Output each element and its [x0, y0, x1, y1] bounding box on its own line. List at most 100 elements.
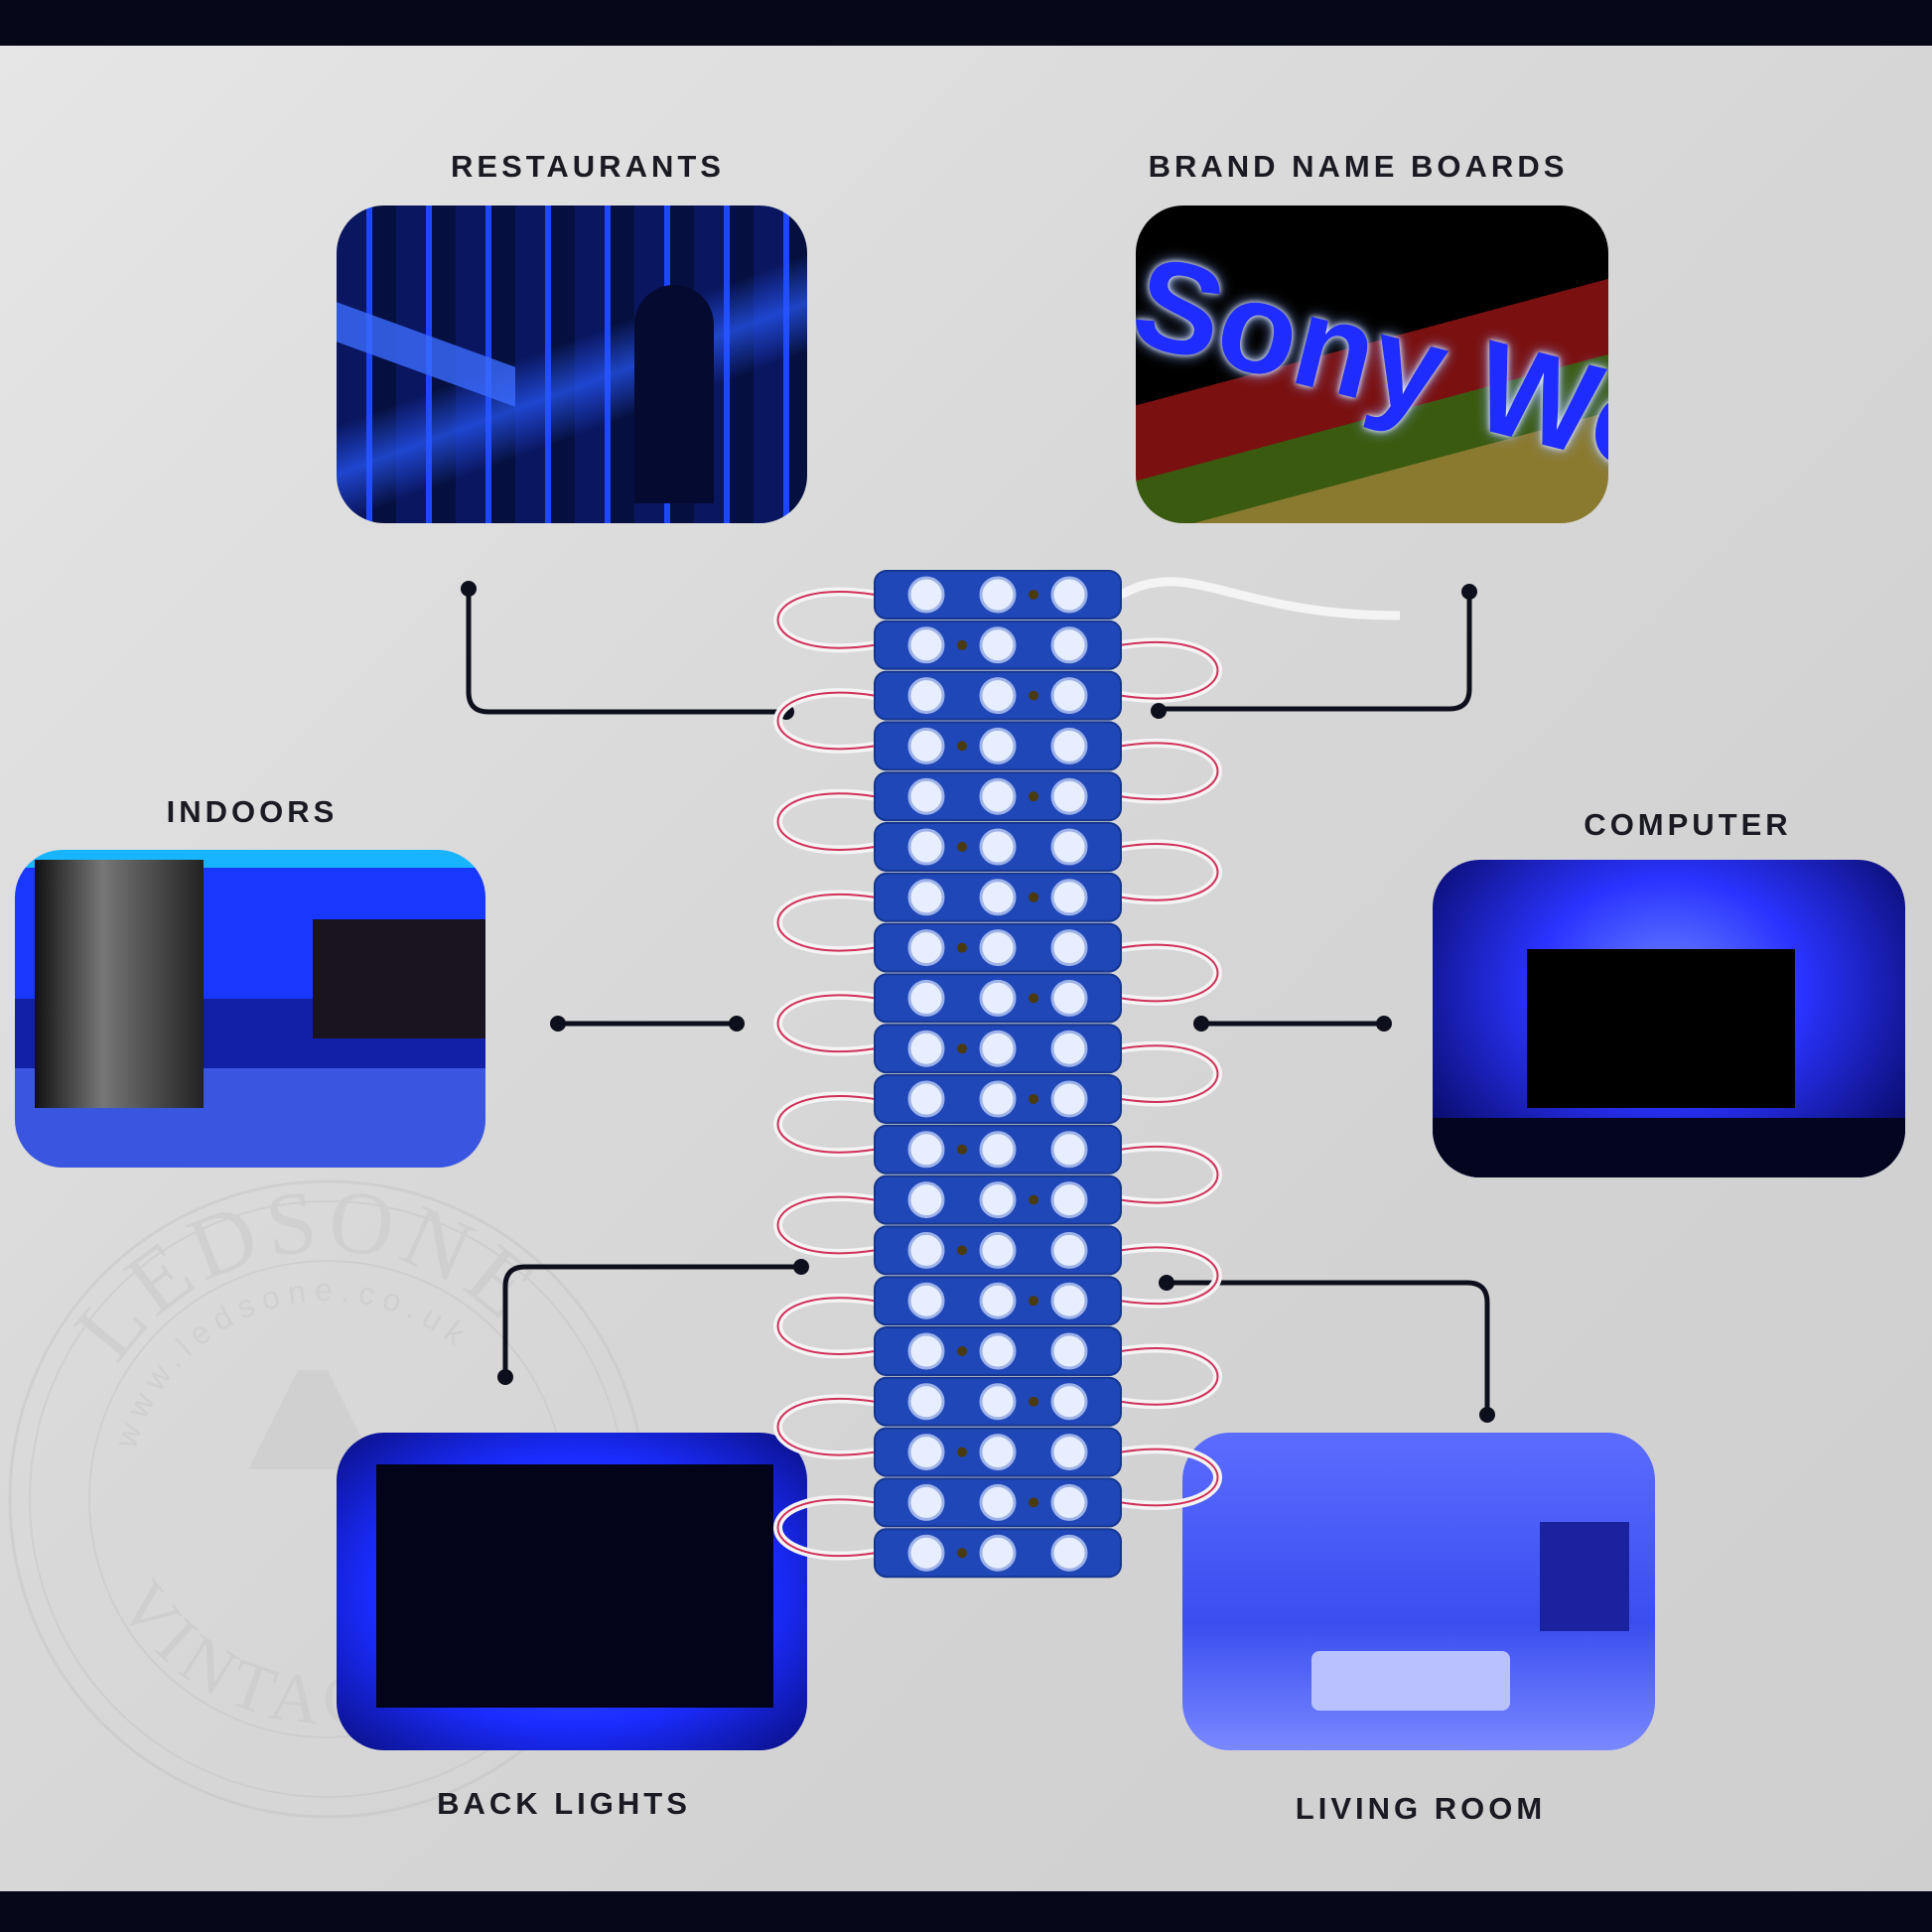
led-lens: [1050, 1483, 1088, 1521]
led-lens: [1050, 828, 1088, 866]
led-lens: [907, 1483, 945, 1521]
led-lens: [979, 1080, 1017, 1118]
led-lens: [1050, 1080, 1088, 1118]
screw-hole: [957, 1245, 967, 1256]
led-lens: [1050, 626, 1088, 664]
connector-back-lights: [502, 1264, 801, 1377]
led-module: [874, 872, 1122, 922]
led-module: [874, 771, 1122, 822]
wire-red-stripe: [1120, 843, 1219, 901]
led-lens: [907, 1080, 945, 1118]
wire-red-stripe: [1120, 1145, 1219, 1204]
led-module: [874, 670, 1122, 721]
led-lens: [1050, 979, 1088, 1017]
led-module: [874, 721, 1122, 771]
led-lens: [979, 1231, 1017, 1269]
led-lens: [907, 677, 945, 715]
led-lens: [1050, 1181, 1088, 1219]
led-lens: [979, 1131, 1017, 1169]
led-lens: [907, 1534, 945, 1572]
wire-red-stripe: [1120, 742, 1219, 801]
screw-hole: [1029, 892, 1038, 902]
kitchen-photo: [15, 850, 485, 1168]
led-lens: [979, 576, 1017, 614]
wire-red-stripe: [776, 792, 876, 851]
restaurant-photo: [337, 206, 807, 523]
screw-hole: [1029, 590, 1038, 600]
led-lens: [1050, 1030, 1088, 1067]
led-lens: [907, 1181, 945, 1219]
led-lens: [907, 879, 945, 916]
wire-red-stripe: [776, 691, 876, 751]
led-module: [874, 922, 1122, 973]
led-lens: [907, 1332, 945, 1370]
label-computer: COMPUTER: [1584, 807, 1792, 842]
led-lens: [1050, 879, 1088, 916]
led-lens: [907, 979, 945, 1017]
screw-hole: [957, 1447, 967, 1457]
led-lens: [1050, 727, 1088, 764]
screw-hole: [957, 1548, 967, 1559]
led-module: [874, 1124, 1122, 1174]
led-module: [874, 1024, 1122, 1074]
led-module: [874, 1074, 1122, 1124]
led-module: [874, 1225, 1122, 1276]
led-module: [874, 1528, 1122, 1579]
wire-red-stripe: [776, 591, 876, 649]
screw-hole: [1029, 1194, 1038, 1205]
led-lens: [1050, 1383, 1088, 1421]
wire-lead: [1118, 577, 1401, 621]
label-indoors: INDOORS: [166, 794, 339, 829]
led-lens: [907, 929, 945, 967]
led-lens: [1050, 677, 1088, 715]
led-lens: [1050, 1434, 1088, 1471]
connector-living-room: [1167, 1280, 1490, 1415]
wire-red-stripe: [776, 1297, 876, 1355]
led-lens: [979, 879, 1017, 916]
led-module: [874, 570, 1122, 620]
led-lens: [979, 1282, 1017, 1319]
led-lens: [907, 1131, 945, 1169]
led-lens: [979, 777, 1017, 815]
screw-hole: [1029, 1296, 1038, 1307]
wire-red-stripe: [776, 1095, 876, 1154]
led-lens: [979, 1181, 1017, 1219]
led-lens: [907, 576, 945, 614]
led-module: [874, 1326, 1122, 1376]
screw-hole: [1029, 690, 1038, 701]
screw-hole: [957, 942, 967, 953]
led-lens: [979, 1383, 1017, 1421]
led-module: [874, 1427, 1122, 1477]
label-restaurants: RESTAURANTS: [451, 149, 725, 184]
wire-red-stripe: [776, 994, 876, 1053]
led-lens: [907, 1282, 945, 1319]
label-living-room: LIVING ROOM: [1295, 1791, 1547, 1826]
bottom-frame-bar: [0, 1891, 1932, 1932]
wire-red-stripe: [1120, 640, 1219, 700]
living-room-photo: [1182, 1433, 1655, 1750]
led-module: [874, 822, 1122, 872]
screw-hole: [1029, 993, 1038, 1004]
wire-red-stripe: [776, 1498, 876, 1558]
screw-hole: [957, 842, 967, 852]
led-lens: [979, 1332, 1017, 1370]
led-lens: [979, 979, 1017, 1017]
led-module: [874, 1174, 1122, 1225]
led-lens: [1050, 576, 1088, 614]
led-lens: [907, 828, 945, 866]
led-module: [874, 1276, 1122, 1326]
led-lens: [907, 1434, 945, 1471]
led-lens: [979, 1434, 1017, 1471]
led-lens: [979, 1483, 1017, 1521]
led-lens: [1050, 1534, 1088, 1572]
led-lens: [979, 727, 1017, 764]
led-lens: [907, 777, 945, 815]
led-lens: [907, 626, 945, 664]
led-lens: [1050, 1131, 1088, 1169]
led-module: [874, 973, 1122, 1024]
connector-restaurants: [466, 589, 786, 715]
led-lens: [907, 1231, 945, 1269]
screw-hole: [957, 1043, 967, 1054]
